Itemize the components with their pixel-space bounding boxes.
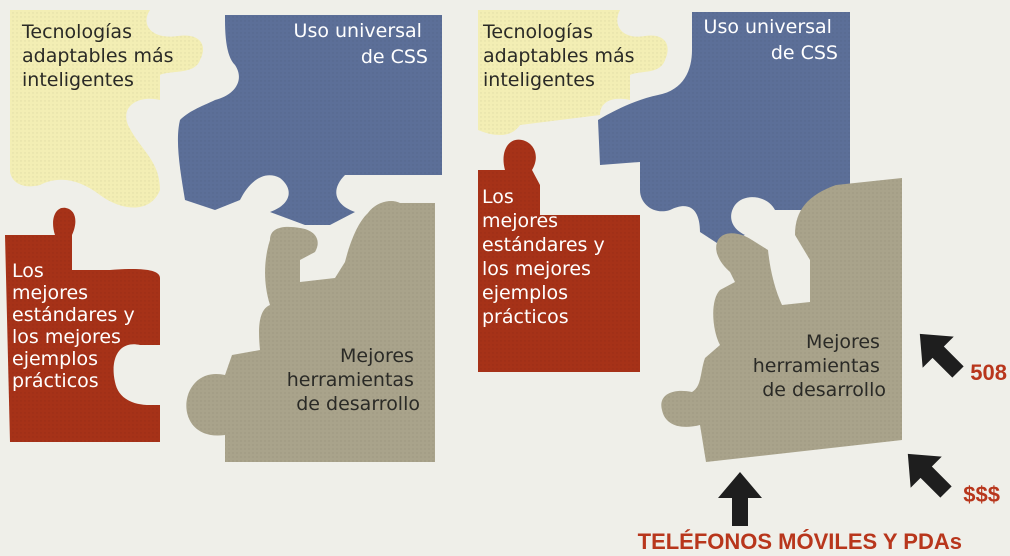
label-line: de CSS (771, 42, 838, 64)
label-line: los mejores (482, 258, 591, 280)
label-line: Tecnologías (482, 21, 593, 43)
label-standards: Los mejores estándares y los mejores eje… (12, 260, 141, 392)
label-line: Los (12, 260, 44, 282)
yellow-piece-texture (478, 10, 668, 135)
right-puzzle: Tecnologías adaptables más inteligentes … (478, 10, 1007, 554)
callout-mobile: TELÉFONOS MÓVILES Y PDAs (638, 529, 962, 554)
puzzle-piece-standards-right (478, 139, 640, 372)
puzzle-piece-tools (186, 201, 435, 462)
label-css-right: Uso universal de CSS (704, 16, 838, 64)
label-line: estándares y (12, 304, 135, 326)
label-adaptive: Tecnologías adaptables más inteligentes (21, 21, 180, 91)
label-line: Uso universal (704, 16, 832, 38)
label-line: de desarrollo (296, 393, 420, 415)
label-tools-right: Mejores herramientas de desarrollo (753, 331, 886, 401)
arrow-508-icon (919, 333, 964, 378)
label-adaptive-right: Tecnologías adaptables más inteligentes (482, 21, 641, 91)
gray-piece-texture (661, 178, 902, 462)
red-piece-texture (478, 139, 640, 372)
puzzle-piece-adaptive (10, 10, 204, 208)
label-line: prácticos (12, 370, 99, 392)
label-line: herramientas (287, 369, 414, 391)
label-line: Los (482, 186, 514, 208)
label-line: inteligentes (483, 69, 595, 91)
label-line: ejemplos (482, 282, 568, 304)
yellow-piece-texture (10, 10, 204, 208)
label-line: Tecnologías (21, 21, 132, 43)
blue-piece-texture (177, 15, 442, 225)
label-line: ejemplos (12, 348, 98, 370)
left-puzzle: Tecnologías adaptables más inteligentes … (5, 10, 442, 462)
gray-piece-texture (186, 201, 435, 462)
red-piece-texture (5, 207, 160, 442)
label-line: de desarrollo (762, 379, 886, 401)
label-line: mejores (12, 282, 88, 304)
callout-508: 508 (970, 360, 1007, 385)
label-line: herramientas (753, 355, 880, 377)
blue-piece-texture (598, 12, 850, 245)
label-line: Mejores (806, 331, 880, 353)
label-line: adaptables más (22, 45, 174, 67)
label-line: estándares y (482, 234, 605, 256)
label-line: Uso universal (294, 20, 422, 42)
label-tools: Mejores herramientas de desarrollo (287, 345, 420, 415)
label-line: de CSS (361, 46, 428, 68)
puzzle-piece-standards (5, 207, 160, 442)
label-line: Mejores (340, 345, 414, 367)
label-line: prácticos (482, 306, 569, 328)
callout-cost: $$$ (963, 482, 1000, 507)
puzzle-piece-adaptive-right (478, 10, 668, 135)
label-standards-right: Los mejores estándares y los mejores eje… (482, 186, 611, 328)
label-line: los mejores (12, 326, 121, 348)
label-line: adaptables más (483, 45, 635, 67)
arrow-mobile-icon (718, 472, 762, 526)
puzzle-piece-css (177, 15, 442, 225)
arrow-cost-icon (907, 453, 952, 498)
label-css: Uso universal de CSS (294, 20, 428, 68)
label-line: inteligentes (22, 69, 134, 91)
puzzle-piece-css-right (598, 12, 850, 245)
puzzle-piece-tools-right (661, 178, 902, 462)
label-line: mejores (482, 210, 558, 232)
